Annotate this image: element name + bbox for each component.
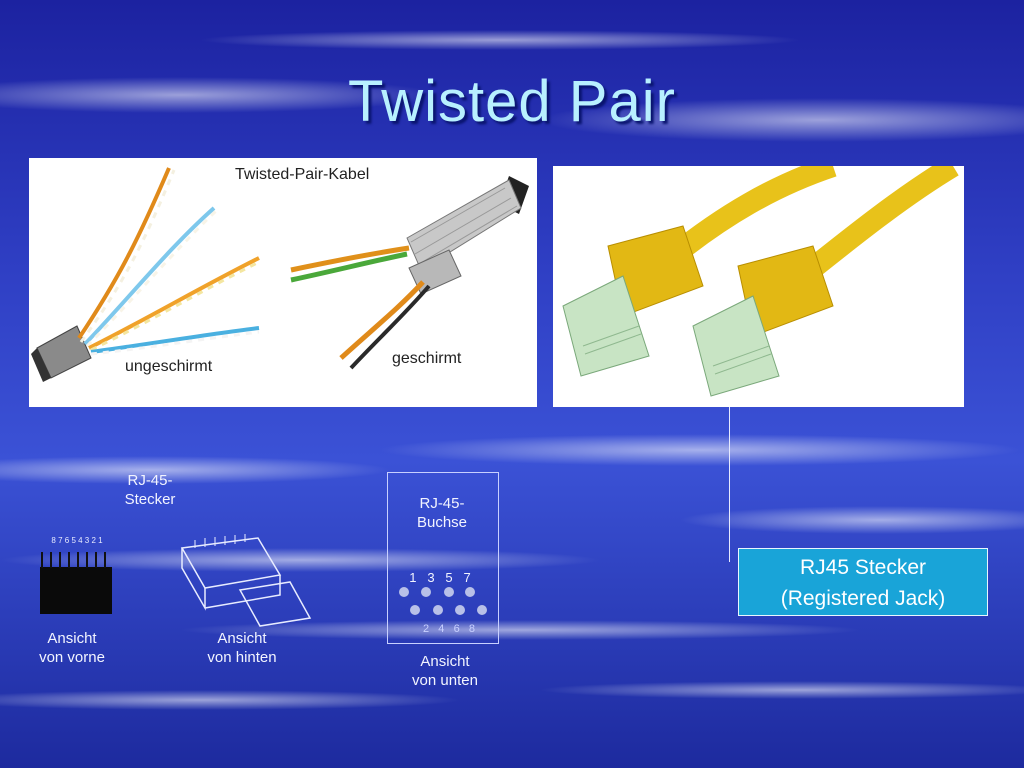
plug-title-line2: Stecker: [124, 491, 176, 508]
cable-illustration: [31, 167, 529, 382]
back-view-line2: von hinten: [207, 649, 277, 666]
twisted-pair-cable-image: Twisted-Pair-Kabel ungeschirmt geschirmt: [29, 158, 537, 407]
yellow-rj45-plugs-illustration: [562, 166, 959, 397]
unshielded-label: ungeschirmt: [125, 358, 213, 375]
plug-title: RJ-45- Stecker: [112, 471, 188, 509]
back-view-line1: Ansicht: [217, 630, 267, 647]
front-view-label: Ansicht von vorne: [28, 629, 116, 667]
front-view-line1: Ansicht: [47, 630, 97, 647]
front-pin-numbers: 8 7 6 5 4 3 2 1: [51, 536, 103, 545]
jack-title-line1: RJ-45-: [419, 495, 465, 512]
plug-title-line1: RJ-45-: [127, 472, 173, 489]
callout-connector-line: [729, 407, 730, 562]
front-view-line2: von vorne: [39, 649, 105, 666]
back-view-label: Ansicht von hinten: [196, 629, 288, 667]
jack-top-pin-numbers: 1 3 5 7: [409, 570, 471, 585]
jack-title-line2: Buchse: [416, 514, 468, 531]
jack-bottom-pin-numbers: 2 4 6 8: [423, 623, 475, 635]
plug-back-view-icon: [180, 534, 312, 627]
callout-line2: (Registered Jack): [780, 587, 946, 610]
callout-line1: RJ45 Stecker: [799, 556, 927, 579]
bottom-view-line1: Ansicht: [420, 653, 470, 670]
bottom-view-label: Ansicht von unten: [400, 652, 490, 690]
jack-diagram-box: [387, 472, 499, 644]
rj45-plug-photo: [553, 166, 964, 407]
jack-title: RJ-45- Buchse: [402, 494, 482, 532]
bottom-view-line2: von unten: [412, 672, 478, 689]
cable-image-heading: Twisted-Pair-Kabel: [235, 166, 370, 183]
jack-pins-icon: [399, 587, 487, 615]
slide-title: Twisted Pair: [348, 69, 676, 134]
shielded-label: geschirmt: [392, 350, 462, 367]
rj45-callout-box: RJ45 Stecker (Registered Jack): [738, 548, 988, 616]
plug-front-view-icon: [40, 552, 112, 614]
